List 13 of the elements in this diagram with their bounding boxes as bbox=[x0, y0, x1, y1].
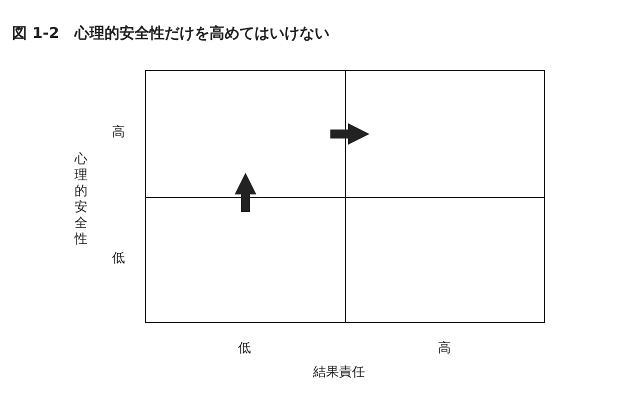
axis-tick-label: 低 bbox=[112, 252, 125, 265]
quadrant-box bbox=[145, 197, 346, 323]
block-arrow bbox=[234, 172, 256, 212]
axis-tick-label: 高 bbox=[112, 126, 125, 139]
figure-title: 図 1-2 心理的安全性だけを高めてはいけない bbox=[12, 24, 330, 43]
quadrant-box bbox=[345, 70, 545, 198]
block-arrow bbox=[330, 123, 370, 145]
quadrant-box bbox=[345, 197, 545, 323]
axis-title: 結果責任 bbox=[313, 366, 365, 379]
quadrant-box bbox=[145, 70, 346, 198]
axis-tick-label: 低 bbox=[238, 342, 251, 355]
axis-title: 心理的安全性 bbox=[74, 152, 88, 248]
axis-tick-label: 高 bbox=[438, 342, 451, 355]
